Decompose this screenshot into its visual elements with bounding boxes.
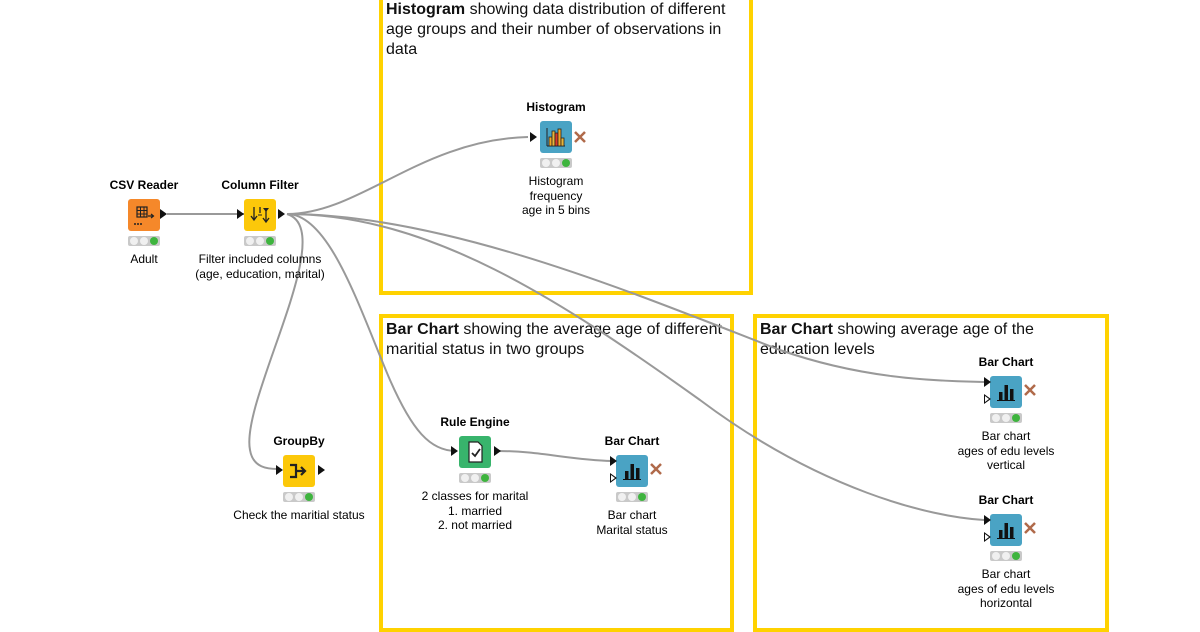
optional-input-port[interactable] (610, 473, 617, 483)
bar-chart-icon (997, 385, 1015, 401)
annotation-title: Bar Chart (760, 321, 833, 338)
node-histogram[interactable]: Histogram Histogram frequency age in 5 b… (486, 100, 626, 218)
bar-chart-icon (997, 523, 1015, 539)
node-title: Bar Chart (604, 434, 660, 448)
edge-colf-bar2[interactable] (286, 213, 985, 383)
node-title: Column Filter (221, 178, 299, 192)
rule-engine-icon (468, 441, 483, 463)
node-description[interactable]: Bar chart ages of edu levels horizontal (957, 567, 1055, 610)
node-icon-box[interactable] (244, 199, 276, 231)
view-port-icon[interactable] (1023, 521, 1037, 535)
node-icon-box[interactable] (990, 514, 1022, 546)
output-port[interactable] (160, 209, 167, 219)
node-description[interactable]: Adult (130, 252, 158, 266)
input-port[interactable] (530, 132, 537, 142)
output-port[interactable] (318, 465, 325, 475)
input-port[interactable] (984, 515, 991, 525)
annotation-text: showing data distribution of different a… (386, 1, 726, 58)
output-port[interactable] (278, 209, 285, 219)
edge-colf-hist[interactable] (286, 136, 529, 215)
node-icon-box[interactable] (990, 376, 1022, 408)
annotation-text: showing the average age of different mar… (386, 321, 722, 358)
annotation-title: Histogram (386, 1, 466, 18)
node-title: GroupBy (273, 434, 325, 448)
node-bar-chart-vertical[interactable]: Bar Chart Bar chart ages of edu levels v… (936, 355, 1076, 473)
edge-colf-rule[interactable] (286, 213, 457, 452)
node-description[interactable]: Check the maritial status (233, 508, 365, 522)
input-port[interactable] (237, 209, 244, 219)
groupby-icon (290, 463, 307, 479)
table-reader-icon (134, 206, 155, 225)
node-icon-box[interactable] (283, 455, 315, 487)
node-icon-box[interactable] (128, 199, 160, 231)
node-title: Bar Chart (978, 355, 1034, 369)
bar-chart-icon (623, 464, 641, 480)
input-port[interactable] (451, 446, 458, 456)
node-status (244, 236, 276, 246)
edge-rule-bar1[interactable] (497, 450, 613, 462)
node-status (283, 492, 315, 502)
node-description[interactable]: 2 classes for marital 1. married 2. not … (421, 489, 529, 532)
annotation-histogram[interactable]: Histogram showing data distribution of d… (379, 0, 753, 295)
optional-input-port[interactable] (984, 394, 991, 404)
node-description[interactable]: Histogram frequency age in 5 bins (521, 174, 591, 217)
node-csv-reader[interactable]: CSV Reader Adult (74, 178, 214, 267)
node-status (990, 551, 1022, 561)
node-groupby[interactable]: GroupBy Check the maritial status (229, 434, 369, 523)
node-bar-chart-marital[interactable]: Bar Chart Bar chart Marital status (562, 434, 702, 537)
node-status (540, 158, 572, 168)
annotation-title: Bar Chart (386, 321, 459, 338)
node-title: Rule Engine (440, 415, 510, 429)
node-title: Bar Chart (978, 493, 1034, 507)
node-rule-engine[interactable]: Rule Engine 2 classes for marital 1. mar… (405, 415, 545, 533)
node-title: Histogram (526, 100, 586, 114)
optional-input-port[interactable] (984, 532, 991, 542)
node-description[interactable]: Bar chart ages of edu levels vertical (957, 429, 1055, 472)
histogram-icon (546, 128, 565, 147)
input-port[interactable] (276, 465, 283, 475)
output-port[interactable] (494, 446, 501, 456)
view-port-icon[interactable] (649, 462, 663, 476)
node-description[interactable]: Filter included columns (age, education,… (195, 252, 325, 281)
node-icon-box[interactable] (540, 121, 572, 153)
view-port-icon[interactable] (1023, 383, 1037, 397)
input-port[interactable] (984, 377, 991, 387)
node-status (616, 492, 648, 502)
input-port[interactable] (610, 456, 617, 466)
node-status (990, 413, 1022, 423)
node-description[interactable]: Bar chart Marital status (596, 508, 668, 537)
node-title: CSV Reader (109, 178, 179, 192)
node-column-filter[interactable]: Column Filter Filter included columns (a… (190, 178, 330, 281)
node-status (128, 236, 160, 246)
edge-colf-bar3[interactable] (286, 213, 985, 521)
node-icon-box[interactable] (616, 455, 648, 487)
node-icon-box[interactable] (459, 436, 491, 468)
column-filter-icon (250, 207, 270, 224)
view-port-icon[interactable] (573, 130, 587, 144)
edge-colf-groupby[interactable] (248, 213, 304, 470)
node-bar-chart-horizontal[interactable]: Bar Chart Bar chart ages of edu levels h… (936, 493, 1076, 611)
node-status (459, 473, 491, 483)
